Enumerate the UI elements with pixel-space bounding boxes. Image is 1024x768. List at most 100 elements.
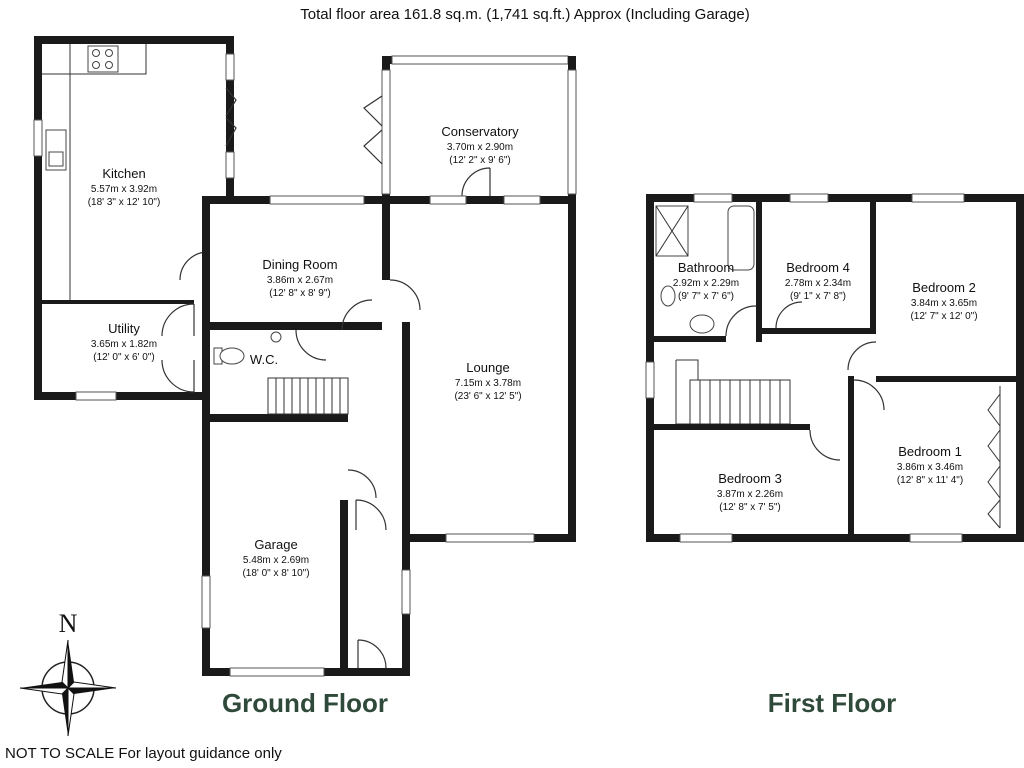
lounge-top-wall <box>382 196 576 204</box>
dining-window <box>269 195 365 205</box>
hob-ring-icon <box>105 61 113 69</box>
hob-ring-icon <box>92 49 100 57</box>
wc-door <box>295 329 327 361</box>
garage-label: Garage 5.48m x 2.69m (18' 0" x 8' 10") <box>242 537 309 579</box>
kitchen-worktop <box>42 44 147 300</box>
utility-door <box>161 303 195 337</box>
room-metric-size: 5.57m x 3.92m <box>91 184 157 195</box>
room-imperial-size: (18' 3" x 12' 10") <box>88 197 161 208</box>
garage-left-wall <box>202 414 210 676</box>
room-metric-size: 2.92m x 2.29m <box>673 278 739 289</box>
utility-bottom-wall <box>34 392 202 400</box>
lounge-right-wall <box>568 196 576 542</box>
room-metric-size: 3.84m x 3.65m <box>911 298 977 309</box>
room-imperial-size: (12' 8" x 8' 9") <box>269 288 331 299</box>
bathroom-right-wall <box>756 202 762 342</box>
room-name: Bedroom 1 <box>898 444 962 459</box>
room-imperial-size: (12' 0" x 6' 0") <box>93 352 155 363</box>
dining-hall-door <box>341 299 373 331</box>
room-name: Utility <box>108 321 140 336</box>
room-imperial-size: (12' 8" x 11' 4") <box>897 475 963 486</box>
conservatory-lounge-door <box>461 167 491 197</box>
bedroom4-door <box>775 301 803 329</box>
room-name: Bedroom 3 <box>718 471 782 486</box>
room-name: Bedroom 2 <box>912 280 976 295</box>
wc-bottom-wall <box>210 414 348 422</box>
wc-label: W.C. <box>250 352 278 367</box>
bedroom4-label: Bedroom 4 2.78m x 2.34m (9' 1" x 7' 8") <box>785 260 851 302</box>
porch-window <box>401 569 411 615</box>
room-metric-size: 3.70m x 2.90m <box>447 142 513 153</box>
garage-door-opening <box>229 667 325 677</box>
bedroom1-window <box>909 533 963 543</box>
kitchen-right-window-top <box>225 53 235 81</box>
first-floor-bottom-wall <box>646 534 1024 542</box>
kitchen-french-doors <box>225 87 237 147</box>
dining-bottom-wall <box>210 322 382 330</box>
hob-ring-icon <box>105 49 113 57</box>
porch-inner-door <box>355 499 387 531</box>
room-metric-size: 3.87m x 2.26m <box>717 489 783 500</box>
garage-side-window <box>201 575 211 629</box>
conservatory-left-glazing <box>381 69 391 195</box>
wardrobe-icon <box>987 386 1001 529</box>
landing-window <box>645 361 655 399</box>
room-imperial-size: (12' 7" x 12' 0") <box>910 311 977 322</box>
room-name: Conservatory <box>441 124 519 139</box>
kitchen-top-wall <box>34 36 234 44</box>
shower-icon <box>655 205 689 257</box>
utility-label: Utility 3.65m x 1.82m (12' 0" x 6' 0") <box>91 321 157 363</box>
bedroom4-right-wall <box>870 202 876 334</box>
kitchen-label: Kitchen 5.57m x 3.92m (18' 3" x 12' 10") <box>88 166 161 208</box>
dining-room-label: Dining Room 3.86m x 2.67m (12' 8" x 8' 9… <box>262 257 337 299</box>
room-metric-size: 3.65m x 1.82m <box>91 339 157 350</box>
not-to-scale-note: NOT TO SCALE For layout guidance only <box>5 745 282 762</box>
room-metric-size: 3.86m x 2.67m <box>267 275 333 286</box>
bedroom4-window <box>789 193 829 203</box>
bedroom2-door <box>847 341 877 371</box>
bedroom2-bottom-wall <box>876 376 1024 382</box>
bedroom2-label: Bedroom 2 3.84m x 3.65m (12' 7" x 12' 0"… <box>910 280 977 322</box>
bathroom-window <box>693 193 733 203</box>
first-floor-title: First Floor <box>768 688 897 718</box>
conservatory-label: Conservatory 3.70m x 2.90m (12' 2" x 9' … <box>441 124 519 166</box>
lounge-door <box>389 279 421 311</box>
utility-back-door <box>161 359 195 393</box>
room-metric-size: 7.15m x 3.78m <box>455 378 521 389</box>
kitchen-left-wall <box>34 36 42 400</box>
bedroom1-label: Bedroom 1 3.86m x 3.46m (12' 8" x 11' 4"… <box>897 444 963 486</box>
porch-bottom-wall <box>340 668 410 676</box>
room-name: Lounge <box>466 360 509 375</box>
room-imperial-size: (12' 2" x 9' 6") <box>449 155 511 166</box>
hall-door <box>347 469 377 499</box>
conservatory-top-glazing <box>391 55 569 65</box>
lounge-top-opening <box>429 195 467 205</box>
ground-floor-plan <box>33 36 577 677</box>
room-imperial-size: (9' 1" x 7' 8") <box>790 291 846 302</box>
toilet-icon <box>219 347 245 365</box>
room-metric-size: 2.78m x 2.34m <box>785 278 851 289</box>
compass-rose-icon: N <box>19 609 117 737</box>
hall-left-wall <box>340 500 348 676</box>
lounge-left-wall <box>402 322 410 542</box>
dining-left-wall <box>202 196 210 420</box>
bathroom-bottom-wall <box>654 336 726 342</box>
room-name: Dining Room <box>262 257 337 272</box>
bathroom-basin-icon <box>689 314 715 334</box>
total-floor-area-header: Total floor area 161.8 sq.m. (1,741 sq.f… <box>300 6 749 23</box>
bedroom3-top-wall <box>654 424 810 430</box>
kitchen-utility-partition <box>34 300 194 304</box>
basin-icon <box>270 331 282 343</box>
hob-ring-icon <box>92 61 100 69</box>
conservatory-french-doors <box>363 95 383 165</box>
first-floor-plan <box>645 193 1024 543</box>
sink-bowl-icon <box>48 151 64 167</box>
bathroom-label: Bathroom 2.92m x 2.29m (9' 7" x 7' 6") <box>673 260 739 302</box>
first-floor-right-wall <box>1016 194 1024 542</box>
room-imperial-size: (18' 0" x 8' 10") <box>242 568 309 579</box>
stairs-icon <box>675 359 791 425</box>
bedroom4-bottom-wall <box>762 328 870 334</box>
room-name: Bedroom 4 <box>786 260 850 275</box>
room-imperial-size: (23' 6" x 12' 5") <box>454 391 521 402</box>
